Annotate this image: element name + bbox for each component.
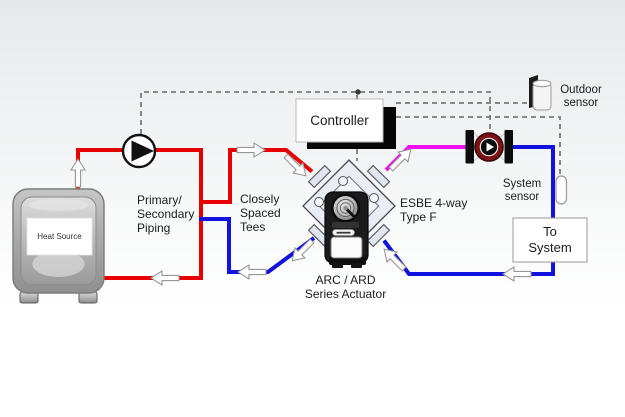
controller-face bbox=[295, 98, 384, 143]
system-pump-icon bbox=[465, 130, 513, 164]
pump-flange-right bbox=[504, 130, 513, 164]
heat-source-icon bbox=[12, 188, 105, 304]
valve-label: ESBE 4-way Type F bbox=[400, 196, 468, 224]
actuator-knob-pointer bbox=[344, 206, 357, 220]
valve-bolt bbox=[314, 197, 324, 207]
to-system-label: To System bbox=[528, 224, 572, 255]
actuator-vent-strip bbox=[332, 222, 359, 228]
to-system-box bbox=[512, 217, 588, 263]
valve-port-ne bbox=[366, 164, 391, 189]
controller-box bbox=[295, 98, 396, 149]
pump-rotor-icon bbox=[486, 142, 494, 152]
flow-arrow-system-return bbox=[502, 266, 532, 282]
heat-source-nameplate bbox=[26, 217, 93, 256]
primary-secondary-piping-label: Primary/ Secondary Piping bbox=[137, 193, 195, 235]
pump-flange-left bbox=[465, 130, 474, 164]
flow-arrow-primary-return bbox=[150, 270, 180, 286]
valve-bolt bbox=[338, 176, 348, 186]
actuator-foot bbox=[332, 263, 343, 268]
closely-spaced-tees-label: Closely Spaced Tees bbox=[240, 192, 281, 234]
outdoor-sensor-icon bbox=[529, 75, 552, 111]
wire-pumps bbox=[140, 91, 491, 134]
flow-arrow-supply-right bbox=[236, 142, 266, 158]
heat-source-label: Heat Source bbox=[37, 232, 82, 241]
secondary-return-pipe bbox=[199, 217, 316, 274]
primary-pump-icon bbox=[121, 133, 157, 169]
valve-bolt bbox=[369, 193, 379, 203]
controller-label: Controller bbox=[310, 113, 369, 128]
actuator-label: ARC / ARD Series Actuator bbox=[304, 273, 387, 301]
actuator-front-panel bbox=[330, 236, 363, 259]
outdoor-sensor-label: Outdoor sensor bbox=[560, 84, 602, 110]
arc-ard-actuator-icon bbox=[324, 191, 369, 268]
valve-port-nw bbox=[307, 164, 332, 189]
valve-port-se bbox=[366, 223, 391, 248]
actuator-foot bbox=[351, 263, 362, 268]
wire-junction-dot bbox=[355, 89, 361, 95]
system-sensor-label: System sensor bbox=[502, 178, 542, 204]
system-sensor-icon bbox=[555, 175, 568, 205]
wire-system-sensor bbox=[396, 116, 561, 176]
flow-arrow-return-left bbox=[237, 264, 267, 280]
secondary-supply-pipe bbox=[199, 148, 314, 204]
flow-arrow-up-boiler bbox=[70, 158, 86, 188]
